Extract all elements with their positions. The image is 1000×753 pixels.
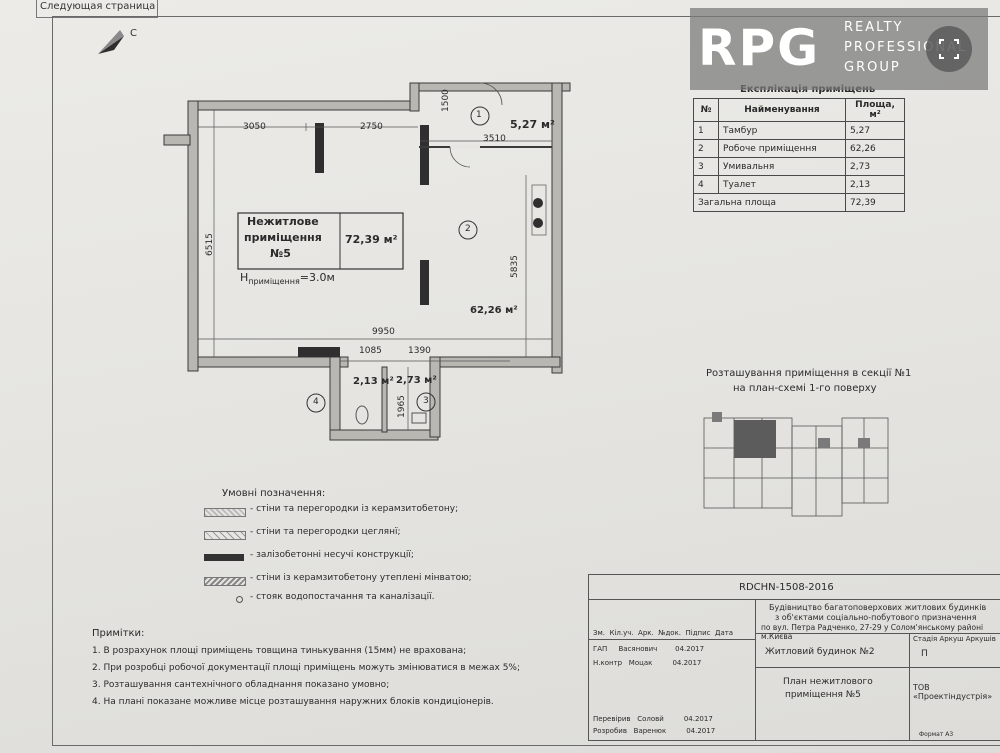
- col-name: Найменування: [718, 98, 846, 122]
- svg-text:С: С: [130, 28, 137, 39]
- room-4-number: 4: [313, 397, 319, 407]
- cell-no: 2: [693, 139, 719, 158]
- dim-3050: 3050: [243, 122, 266, 132]
- floor-plan: [163, 82, 571, 441]
- plan-title-l2: приміщення: [244, 231, 322, 244]
- room-4-area: 2,13 м²: [353, 376, 394, 387]
- stamp-building: Житловий будинок №2: [765, 647, 875, 657]
- dim-1500: 1500: [441, 89, 451, 112]
- note-3: 3. Розташування сантехнічного обладнання…: [92, 680, 390, 690]
- location-line2: на план-схемі 1-го поверху: [733, 383, 877, 394]
- legend-item-4: - стіни із керамзитобетону утеплені мінв…: [250, 573, 472, 583]
- stamp-project-l1: Будівництво багатоповерхових житлових бу…: [769, 603, 987, 612]
- cell-name: Умивальня: [718, 157, 846, 176]
- scan-icon[interactable]: [926, 26, 972, 72]
- stamp-person-1: ГАП Васянович 04.2017: [593, 645, 705, 653]
- dim-5835: 5835: [510, 255, 520, 278]
- stamp-code: RDCHN-1508-2016: [739, 582, 834, 593]
- table-total-row: Загальна площа 72,39: [693, 193, 905, 212]
- stamp-format: Формат А3: [919, 731, 954, 738]
- stamp-project-l3: по вул. Петра Радченко, 27-29 у Солом'ян…: [761, 623, 984, 641]
- columns: [298, 123, 429, 357]
- table-row: 4 Туалет 2,13: [693, 175, 905, 194]
- cell-no: 1: [693, 121, 719, 140]
- note-1: 1. В розрахунок площі приміщень товщина …: [92, 646, 467, 656]
- location-scheme: [703, 412, 889, 517]
- watermark-line3: GROUP: [844, 60, 901, 75]
- highlighted-unit: [734, 420, 776, 458]
- stamp-person-3: Перевірив Соловй 04.2017: [593, 715, 713, 723]
- legend-swatch-4: [204, 577, 246, 586]
- dim-6515: 6515: [205, 233, 215, 256]
- room-1-number: 1: [476, 110, 482, 120]
- cell-no: 3: [693, 157, 719, 176]
- stamp-sheet-title-l2: приміщення №5: [785, 690, 861, 700]
- title-block: RDCHN-1508-2016 Будівництво багатоповерх…: [588, 574, 1000, 741]
- total-label: Загальна площа: [693, 193, 846, 212]
- cell-name: Тамбур: [718, 121, 846, 140]
- north-arrow-icon: С: [98, 28, 137, 54]
- stamp-person-2: Н.контр Моцак 04.2017: [593, 659, 702, 667]
- total-value: 72,39: [845, 193, 905, 212]
- plan-total-area: 72,39 м²: [345, 233, 398, 246]
- dim-3510: 3510: [483, 134, 506, 144]
- plan-title-l1: Нежитлове: [247, 215, 319, 228]
- stamp-project-l2: з об'єктами соціально-побутового признач…: [775, 613, 977, 622]
- note-4: 4. На плані показане можливе місце розта…: [92, 697, 494, 707]
- cell-name: Робоче приміщення: [718, 139, 846, 158]
- dim-1965: 1965: [397, 395, 407, 418]
- drawing-frame: [52, 16, 1000, 746]
- watermark-logo: RPG: [698, 19, 821, 77]
- page-tab: [36, 0, 158, 18]
- col-area: Площа, м²: [845, 98, 905, 122]
- explication-table: № Найменування Площа, м² 1 Тамбур 5,27 2…: [693, 98, 905, 212]
- legend-item-2: - стіни та перегородки цеглянї;: [250, 527, 401, 537]
- room-3-area: 2,73 м²: [396, 375, 437, 386]
- stamp-stage: П: [921, 649, 928, 659]
- legend-item-1: - стіни та перегородки із керамзитобетон…: [250, 504, 459, 514]
- plumbing-symbols: [355, 184, 547, 425]
- stamp-sheet-title-l1: План нежитлового: [783, 677, 873, 687]
- dim-2750: 2750: [360, 122, 383, 132]
- table-row: 1 Тамбур 5,27: [693, 121, 905, 140]
- legend-swatch-1: [204, 508, 246, 517]
- room-3-number: 3: [423, 396, 429, 406]
- cell-area: 2,13: [845, 175, 905, 194]
- explication-header-row: № Найменування Площа, м²: [693, 98, 905, 122]
- dim-1390: 1390: [408, 346, 431, 356]
- legend-swatch-2: [204, 531, 246, 540]
- dim-9950: 9950: [372, 327, 395, 337]
- plan-title-l3: №5: [270, 247, 291, 260]
- riser-symbol-icon: [236, 596, 243, 603]
- rpg-watermark: RPG REALTY PROFESSIONAL GROUP: [690, 8, 988, 90]
- cell-no: 4: [693, 175, 719, 194]
- stamp-stage-headers: Стадія Аркуш Аркушів: [913, 635, 996, 643]
- dim-1085: 1085: [359, 346, 382, 356]
- stamp-company: ТОВ «Проектіндустрія»: [913, 683, 993, 701]
- cell-area: 62,26: [845, 139, 905, 158]
- note-2: 2. При розробці робочої документації пло…: [92, 663, 521, 673]
- stamp-headers: Зм. Кіл.уч. Арк. №док. Підпис Дата: [593, 629, 734, 637]
- cell-area: 2,73: [845, 157, 905, 176]
- room-2-number: 2: [465, 224, 471, 234]
- cell-name: Туалет: [718, 175, 846, 194]
- col-no: №: [693, 98, 719, 122]
- stamp-person-4: Розробив Варенюк 04.2017: [593, 727, 716, 735]
- plan-height: Hприміщення=3.0м: [240, 271, 335, 287]
- page-tab-label: Следующая страница: [40, 1, 156, 12]
- notes-title: Примітки:: [92, 628, 145, 639]
- legend-swatch-3: [204, 554, 244, 561]
- table-row: 3 Умивальня 2,73: [693, 157, 905, 176]
- legend-item-5: - стояк водопостачання та каналізації.: [250, 592, 435, 602]
- location-line1: Розташування приміщення в секції №1: [706, 368, 912, 379]
- room-2-area: 62,26 м²: [470, 305, 518, 316]
- watermark-line1: REALTY: [844, 20, 904, 35]
- table-row: 2 Робоче приміщення 62,26: [693, 139, 905, 158]
- legend-title: Умовні позначення:: [222, 488, 326, 499]
- legend-item-3: - залізобетонні несучі конструкції;: [250, 550, 414, 560]
- room-1-area: 5,27 м²: [510, 118, 555, 131]
- cell-area: 5,27: [845, 121, 905, 140]
